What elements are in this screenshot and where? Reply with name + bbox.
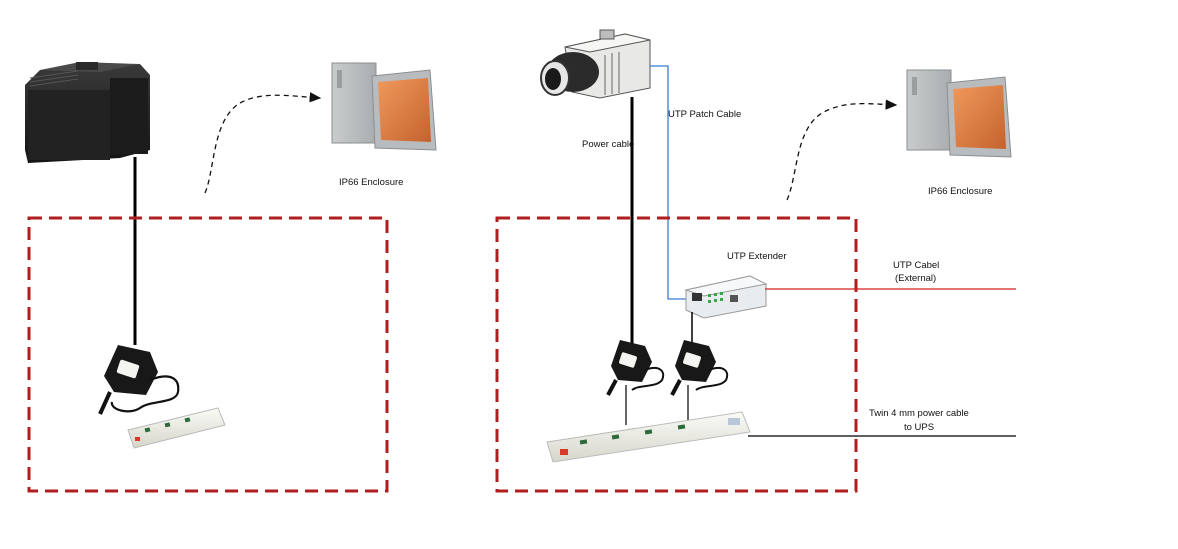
utp-patch-cable bbox=[650, 65, 690, 300]
utp-cable-label-line2: (External) bbox=[895, 273, 936, 284]
utp-extender-icon bbox=[684, 275, 768, 319]
power-strip-icon bbox=[546, 411, 751, 463]
enclosure-left-label: IP66 Enclosure bbox=[339, 177, 403, 188]
power-adapter-icon bbox=[98, 345, 180, 415]
twin-cable-label-line1: Twin 4 mm power cable bbox=[869, 408, 969, 419]
power-cable-label: Power cable bbox=[582, 139, 634, 150]
dashed-boundary-right bbox=[495, 216, 858, 493]
utp-extender-label: UTP Extender bbox=[727, 251, 787, 262]
enclosure-right-label: IP66 Enclosure bbox=[928, 186, 992, 197]
utp-patch-label: UTP Patch Cable bbox=[668, 109, 741, 120]
dashed-arrow-left bbox=[204, 92, 322, 194]
power-adapter-icon bbox=[670, 340, 729, 396]
cctv-camera-icon bbox=[540, 29, 651, 99]
dashed-boundary-left bbox=[27, 216, 389, 493]
dashed-arrow-right bbox=[786, 99, 898, 201]
utp-cable-label-line1: UTP Cabel bbox=[893, 260, 939, 271]
ip66-enclosure-icon bbox=[331, 62, 437, 151]
power-strip-icon bbox=[127, 407, 226, 449]
power-adapter-icon bbox=[606, 340, 665, 396]
ip66-enclosure-icon bbox=[906, 69, 1012, 158]
twin-cable-label-line2: to UPS bbox=[904, 422, 934, 433]
ir-illuminator-icon bbox=[25, 62, 150, 163]
